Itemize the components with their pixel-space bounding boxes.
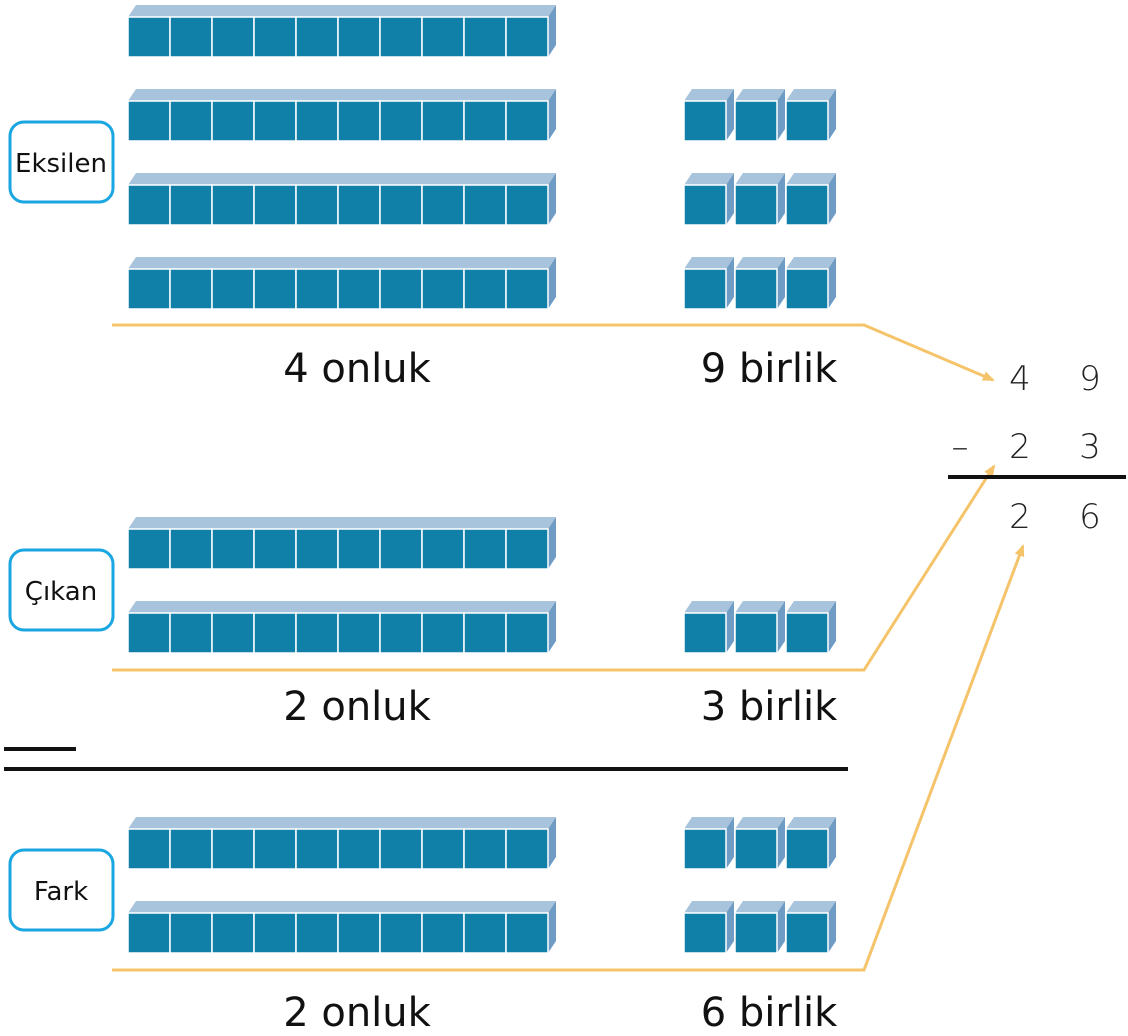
eksilen-one-cube [785,89,836,142]
base-ten-blocks [127,5,836,954]
cikan-rod-unit-cube [505,517,556,570]
eksilen-ten-rod [127,173,556,226]
cikan-label-box: Çıkan [8,548,115,632]
eksilen-rod-unit-cube [505,5,556,58]
fark-one-cube [683,817,734,870]
eksilen-label: Eksilen [15,149,107,179]
eksilen-rod-unit-cube [253,173,304,226]
subtrahend-tens-digit: 2 [1009,427,1031,467]
eksilen-one-cube [734,257,785,310]
eksilen-ones-label: 9 birlik [701,346,838,392]
fark-ten-rod [127,817,556,870]
fark-rod-unit-cube [505,817,556,870]
result-tens-digit: 2 [1009,497,1031,537]
eksilen-rod-unit-cube [505,89,556,142]
eksilen-one-cube [785,173,836,226]
cikan-connector-arrow [112,464,996,672]
fark-one-cube [785,901,836,954]
eksilen-tens-label: 4 onluk [283,346,431,392]
cikan-one-cube [734,601,785,654]
connector-lines [112,323,1025,972]
fark-ten-rod [127,901,556,954]
cikan-rod-unit-cube [505,601,556,654]
cikan-tens-label: 2 onluk [283,684,431,730]
fark-rod-unit-cube [505,901,556,954]
eksilen-rod-unit-cube [505,257,556,310]
eksilen-rod-unit-cube [169,89,220,142]
cikan-one-cube [785,601,836,654]
fark-one-cube [683,901,734,954]
vertical-subtraction: 4 9 – 2 3 2 6 [948,359,1126,537]
fark-tens-label: 2 onluk [283,990,431,1036]
minuend-ones-digit: 9 [1079,359,1101,399]
eksilen-rod-unit-cube [463,257,514,310]
minus-operator: – [952,427,969,467]
subtrahend-ones-digit: 3 [1079,427,1101,467]
cikan-rod-unit-cube [127,601,178,654]
eksilen-one-cube [683,257,734,310]
fark-one-cube [734,901,785,954]
eksilen-ten-rod [127,89,556,142]
cikan-one-cube [683,601,734,654]
eksilen-one-cube [734,89,785,142]
eksilen-rod-unit-cube [505,173,556,226]
cikan-label: Çıkan [25,577,97,607]
fark-connector-arrow [112,544,1025,972]
fark-one-cube [734,817,785,870]
eksilen-one-cube [683,173,734,226]
fark-label: Fark [34,877,88,907]
fark-ones-label: 6 birlik [701,990,838,1036]
eksilen-ten-rod [127,5,556,58]
fark-label-box: Fark [8,848,115,932]
eksilen-one-cube [734,173,785,226]
eksilen-ten-rod [127,257,556,310]
result-ones-digit: 6 [1079,497,1101,537]
eksilen-one-cube [683,89,734,142]
eksilen-one-cube [785,257,836,310]
eksilen-label-box: Eksilen [8,120,115,204]
cikan-ten-rod [127,601,556,654]
fark-one-cube [785,817,836,870]
cikan-ten-rod [127,517,556,570]
cikan-ones-label: 3 birlik [701,684,838,730]
eksilen-connector-arrow [112,323,995,382]
minuend-tens-digit: 4 [1009,359,1031,399]
